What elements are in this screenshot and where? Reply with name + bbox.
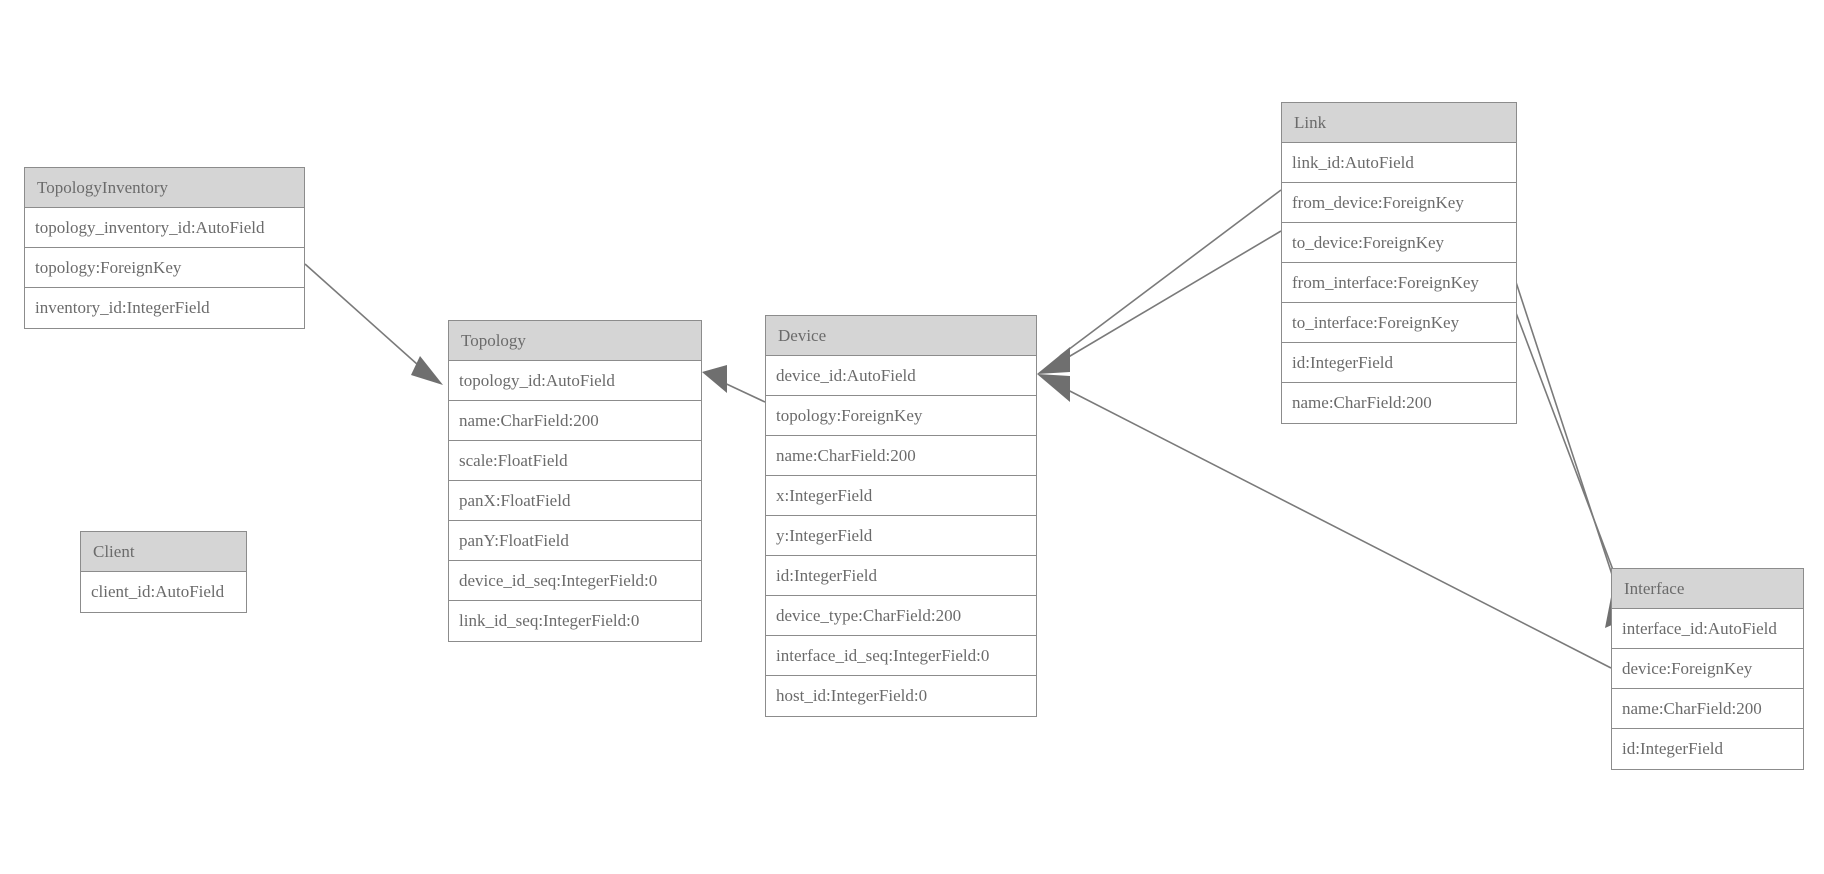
arrowhead-device-incoming bbox=[1037, 347, 1070, 402]
entity-field: y:IntegerField bbox=[766, 516, 1036, 556]
entity-field: inventory_id:IntegerField bbox=[35, 298, 210, 317]
entity-field: x:IntegerField bbox=[766, 476, 1036, 516]
edge-link-from-interface bbox=[1511, 269, 1624, 609]
entity-field: interface_id:AutoField bbox=[1612, 609, 1803, 649]
edge-link-to-interface bbox=[1512, 304, 1628, 608]
entity-interface[interactable]: Interface interface_id:AutoField device:… bbox=[1611, 568, 1804, 770]
entity-field: id:IntegerField bbox=[766, 556, 1036, 596]
entity-field: topology_inventory_id:AutoField bbox=[25, 208, 304, 248]
entity-field: device_id:AutoField bbox=[766, 356, 1036, 396]
entity-field: device_type:CharField:200 bbox=[766, 596, 1036, 636]
entity-field: topology:ForeignKey bbox=[766, 396, 1036, 436]
entity-field: device:ForeignKey bbox=[1612, 649, 1803, 689]
entity-field: name:CharField:200 bbox=[766, 436, 1036, 476]
entity-field: host_id:IntegerField:0 bbox=[776, 686, 928, 705]
entity-field: name:CharField:200 bbox=[449, 401, 701, 441]
edge-device-topology bbox=[702, 365, 766, 403]
entity-title: Device bbox=[766, 316, 1036, 356]
entity-field: topology_id:AutoField bbox=[449, 361, 701, 401]
entity-title: TopologyInventory bbox=[25, 168, 304, 208]
entity-field: link_id:AutoField bbox=[1282, 143, 1516, 183]
entity-field: interface_id_seq:IntegerField:0 bbox=[766, 636, 1036, 676]
entity-field: id:IntegerField bbox=[1282, 343, 1516, 383]
entity-field: client_id:AutoField bbox=[91, 582, 225, 601]
entity-field: id:IntegerField bbox=[1622, 739, 1724, 758]
entity-topologyinventory[interactable]: TopologyInventory topology_inventory_id:… bbox=[24, 167, 305, 329]
entity-field: from_interface:ForeignKey bbox=[1282, 263, 1516, 303]
entity-field: device_id_seq:IntegerField:0 bbox=[449, 561, 701, 601]
entity-field: scale:FloatField bbox=[449, 441, 701, 481]
entity-field: topology:ForeignKey bbox=[25, 248, 304, 288]
entity-title: Topology bbox=[449, 321, 701, 361]
edge-link-to-device bbox=[1059, 230, 1282, 363]
entity-field: name:CharField:200 bbox=[1292, 393, 1432, 412]
entity-field: from_device:ForeignKey bbox=[1282, 183, 1516, 223]
entity-title: Link bbox=[1282, 103, 1516, 143]
entity-field: link_id_seq:IntegerField:0 bbox=[459, 611, 640, 630]
edge-link-from-device bbox=[1059, 189, 1282, 357]
entity-field: to_device:ForeignKey bbox=[1282, 223, 1516, 263]
entity-field: to_interface:ForeignKey bbox=[1282, 303, 1516, 343]
entity-link[interactable]: Link link_id:AutoField from_device:Forei… bbox=[1281, 102, 1517, 424]
edge-interface-device bbox=[1059, 385, 1612, 669]
entity-field: panX:FloatField bbox=[449, 481, 701, 521]
entity-client[interactable]: Client client_id:AutoField bbox=[80, 531, 247, 613]
entity-field: name:CharField:200 bbox=[1612, 689, 1803, 729]
entity-device[interactable]: Device device_id:AutoField topology:Fore… bbox=[765, 315, 1037, 717]
entity-field: panY:FloatField bbox=[449, 521, 701, 561]
entity-topology[interactable]: Topology topology_id:AutoField name:Char… bbox=[448, 320, 702, 642]
edge-topologyinventory-topology bbox=[304, 263, 443, 385]
entity-title: Interface bbox=[1612, 569, 1803, 609]
entity-title: Client bbox=[81, 532, 246, 572]
